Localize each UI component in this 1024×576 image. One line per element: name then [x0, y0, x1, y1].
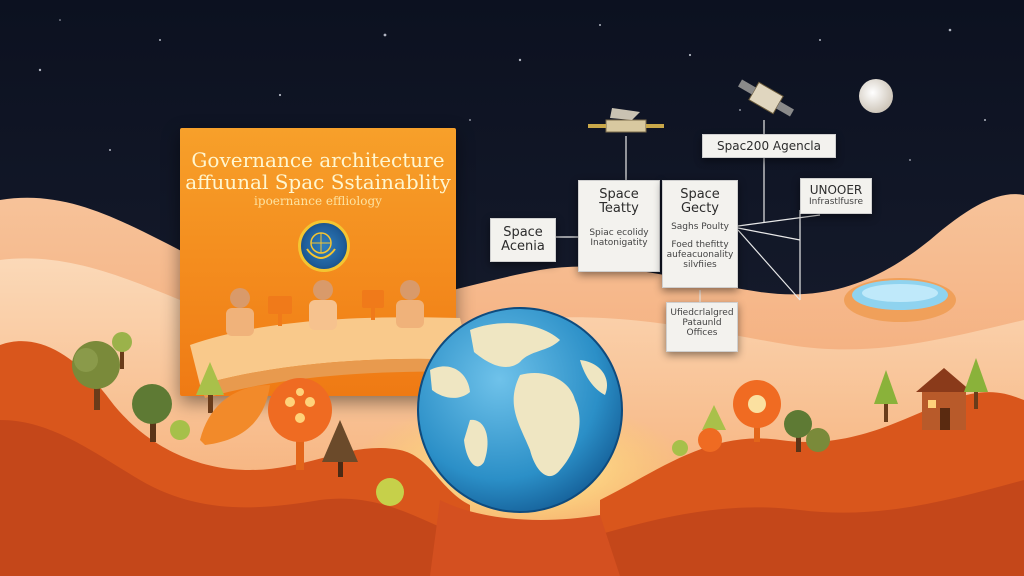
card-space-agenda: Space Acenia — [490, 218, 556, 262]
card-subtext: Inatonigatity — [590, 238, 648, 248]
satellite-icon — [588, 108, 664, 133]
card-subtext: Pataunld — [682, 318, 722, 328]
tree-icon — [132, 384, 172, 442]
tree-icon — [196, 362, 224, 413]
card-title: Space — [503, 225, 543, 240]
tree-icon — [112, 332, 132, 369]
card-subtext: Saghs Poulty — [671, 222, 729, 232]
card-space-treaty: Space Teatty Spiac ecolidy Inatonigatity — [578, 180, 660, 272]
card-space-cecty: Space Gecty Saghs Poulty Foed thefitty a… — [662, 180, 738, 288]
tree-icon — [964, 358, 988, 409]
tree-icon — [874, 370, 898, 422]
stars — [38, 19, 986, 161]
tree-icon — [72, 341, 120, 410]
tree-icon — [784, 410, 830, 452]
card-title: Teatty — [599, 201, 639, 216]
card-title: Acenia — [501, 239, 545, 254]
card-subtext: aufeacuonality — [666, 250, 734, 260]
card-subtext: Spiac ecolidy — [589, 228, 649, 238]
card-title: Space — [680, 187, 720, 202]
card-title: UNOOER — [809, 183, 863, 197]
card-offices: Ufiedcrlalgred Pataunld Offices — [666, 302, 738, 352]
delegate-figures — [226, 280, 424, 336]
card-subtext: Ufiedcrlalgred — [670, 308, 734, 318]
panel-title-line2: affuunal Spac Sstainablity — [185, 170, 451, 194]
card-subtext: Foed thefitty — [671, 240, 729, 250]
card-subtext: Infrastlfusre — [808, 197, 864, 207]
panel-subtitle: ipoernance effliology — [254, 194, 382, 208]
tree-icon — [733, 380, 781, 442]
tree-icon — [322, 420, 358, 477]
card-title: Space — [599, 187, 639, 202]
un-emblem-icon — [298, 220, 350, 272]
satellite-icon — [738, 79, 794, 117]
card-title: Spac200 Agencla — [716, 139, 821, 153]
card-unooer: UNOOER Infrastlfusre — [800, 178, 872, 214]
leaf-icon — [200, 385, 270, 445]
card-space2030-agenda: Spac200 Agencla — [702, 134, 836, 158]
house-icon — [916, 368, 972, 430]
card-subtext: silvfiies — [683, 260, 717, 270]
globe-icon — [417, 307, 623, 513]
card-title: Gecty — [680, 201, 719, 216]
card-subtext: Offices — [686, 328, 718, 338]
panel-title-line1: Governance architecture — [191, 148, 445, 172]
moon-icon — [859, 79, 893, 113]
flower-tree-icon — [268, 378, 332, 470]
